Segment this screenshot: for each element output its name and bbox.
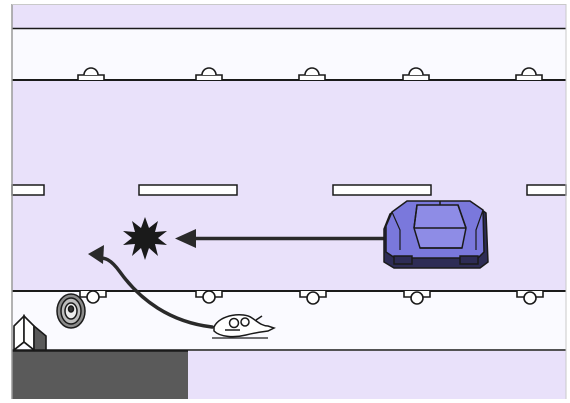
- lane-dash-icon: [12, 185, 44, 195]
- top-road-strip: [12, 4, 566, 28]
- trash-can-icon: [57, 294, 85, 328]
- lane-dash-icon: [527, 185, 566, 195]
- bottom-road-strip: [188, 351, 566, 399]
- lane-dash-icon: [139, 185, 237, 195]
- building-icon: [12, 351, 188, 399]
- car-icon: [384, 201, 488, 268]
- lane-dash-icon: [333, 185, 431, 195]
